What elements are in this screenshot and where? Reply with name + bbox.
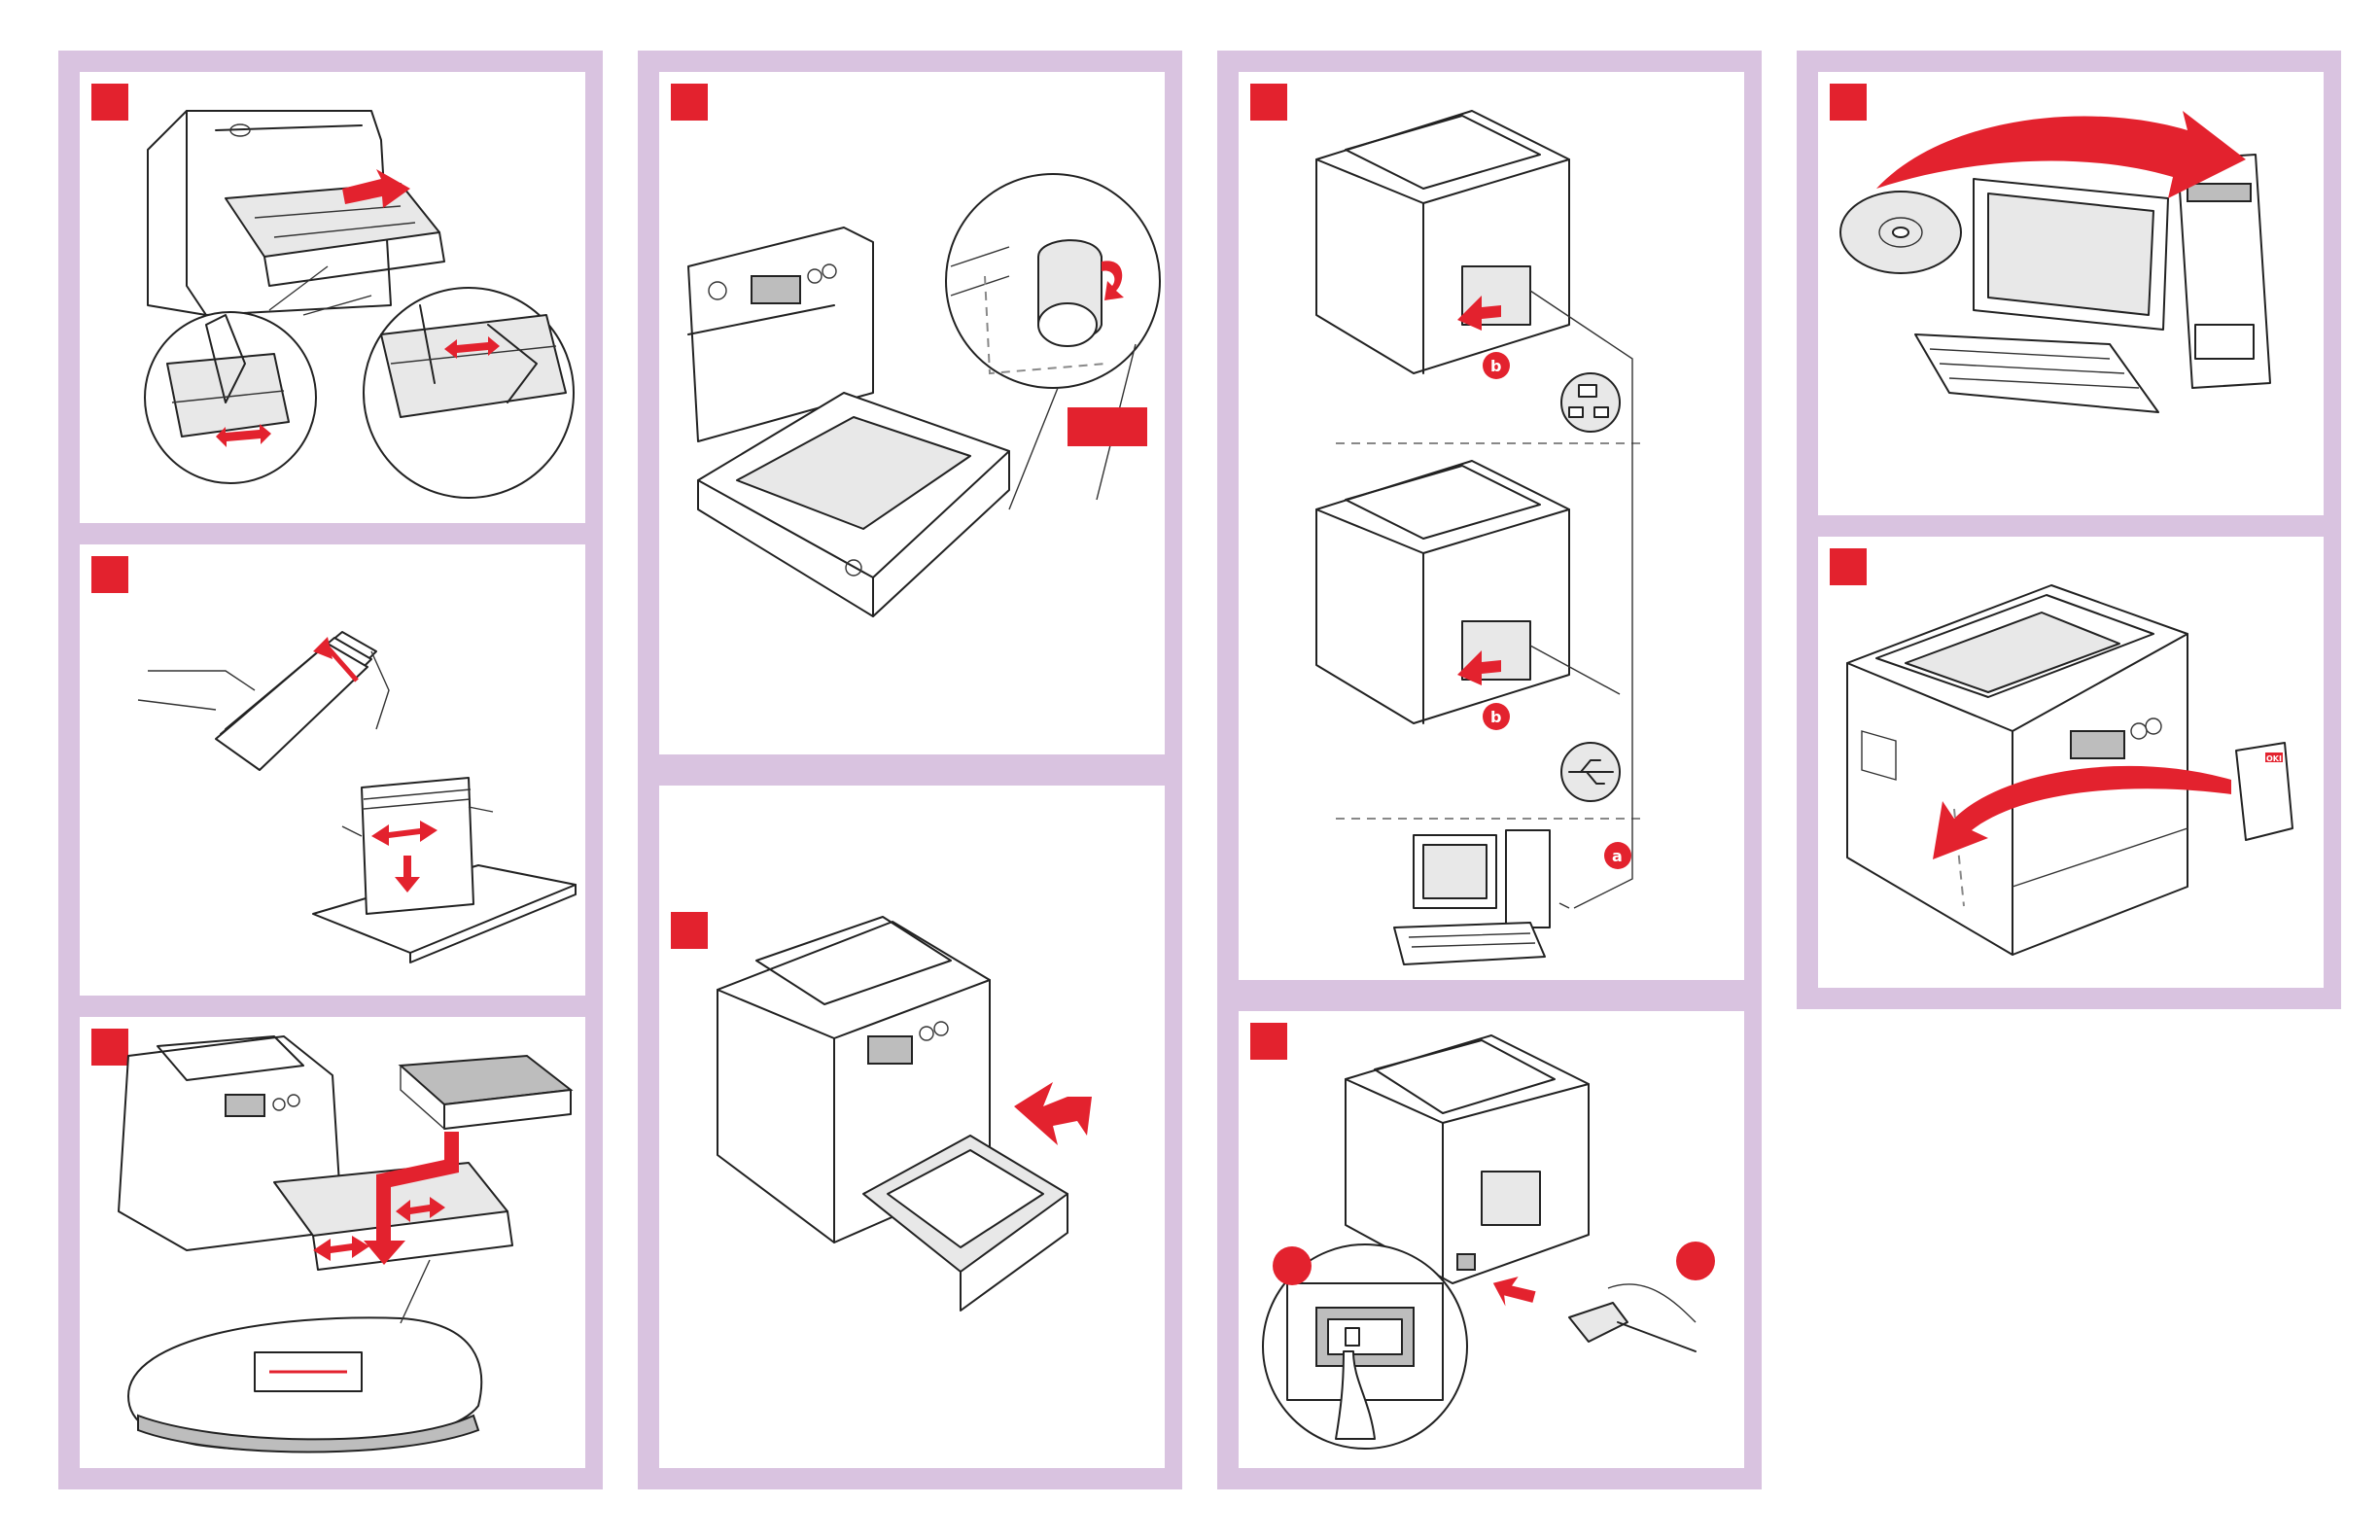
- highlight-label-box: [1068, 407, 1147, 446]
- network-icon: [1561, 373, 1620, 432]
- connect-cable-illustration: b b a: [1239, 72, 1744, 980]
- step-install-software-panel: [1818, 72, 2324, 515]
- step-read-manual-panel: OKI: [1818, 537, 2324, 988]
- power-switch-icon: [1328, 1319, 1402, 1354]
- step-power-on-panel: [1239, 1011, 1744, 1468]
- step-circle-plug: [1676, 1242, 1715, 1280]
- fan-paper-illustration: [80, 544, 585, 996]
- load-paper-illustration: [80, 1017, 585, 1468]
- step-connect-cable-panel: b b a: [1239, 72, 1744, 980]
- manual-logo-text: OKI: [2266, 754, 2282, 763]
- port-b-network-label: b: [1490, 357, 1501, 375]
- step-circle-switch: [1273, 1246, 1312, 1285]
- read-manual-illustration: OKI: [1818, 537, 2324, 988]
- step-close-tray-panel: [659, 786, 1165, 1468]
- close-tray-illustration: [659, 786, 1165, 1468]
- manual-book-icon: [2236, 743, 2292, 840]
- port-b-usb-label: b: [1490, 708, 1501, 726]
- install-software-illustration: [1818, 72, 2324, 515]
- step-load-paper-panel: [80, 1017, 585, 1468]
- open-tray-illustration: [80, 72, 585, 523]
- step-open-tray-panel: [80, 72, 585, 523]
- cable-a-label: a: [1612, 847, 1623, 865]
- step-adjust-lever-panel: [659, 72, 1165, 754]
- power-on-illustration: [1239, 1011, 1744, 1468]
- adjust-lever-illustration: [659, 72, 1165, 754]
- step-fan-paper-panel: [80, 544, 585, 996]
